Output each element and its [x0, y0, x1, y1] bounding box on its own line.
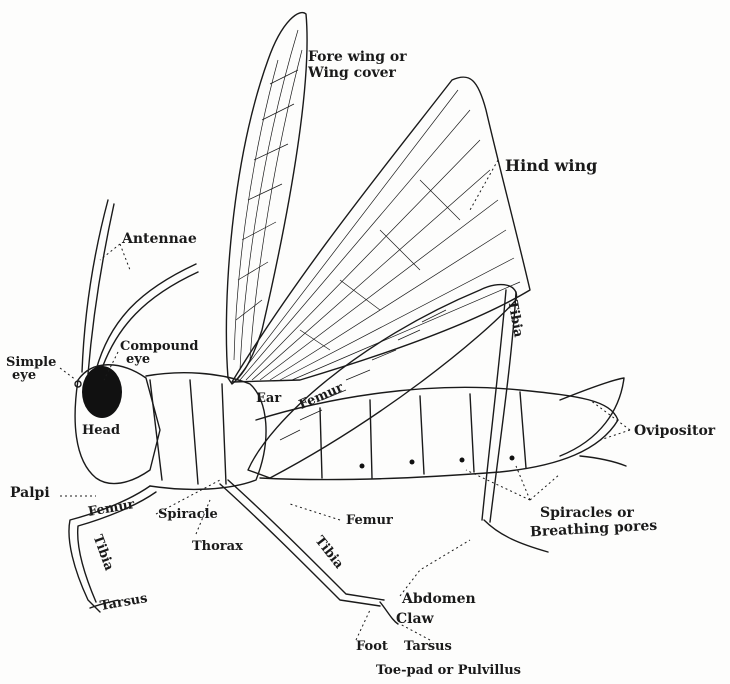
foot-label: Foot	[356, 640, 388, 654]
body	[75, 365, 626, 490]
femur-mid-label: Femur	[346, 514, 393, 528]
hind-leg	[248, 285, 548, 552]
spiracle-label: Spiracle	[158, 508, 218, 522]
claw-label: Claw	[396, 612, 434, 627]
head-label: Head	[82, 424, 120, 438]
palpi-label: Palpi	[10, 486, 50, 501]
wing-cover-label: Wing cover	[308, 66, 396, 81]
hind-wing-label: Hind wing	[505, 158, 597, 173]
antennae-label: Antennae	[122, 232, 197, 247]
ear-label: Ear	[256, 392, 281, 406]
toe-pad-label: Toe-pad or Pulvillus	[376, 664, 521, 678]
abdomen-label: Abdomen	[402, 592, 476, 607]
simple-eye-label-line2: eye	[12, 369, 36, 383]
thorax-label: Thorax	[192, 540, 243, 554]
compound-eye-label-line2: eye	[126, 353, 150, 367]
fore-wing-label: Fore wing or	[308, 50, 407, 65]
hind-wing	[232, 77, 530, 382]
ovipositor-label: Ovipositor	[634, 424, 715, 439]
compound-eye-drawing	[82, 366, 122, 418]
tarsus-foot-label: Tarsus	[404, 640, 452, 654]
